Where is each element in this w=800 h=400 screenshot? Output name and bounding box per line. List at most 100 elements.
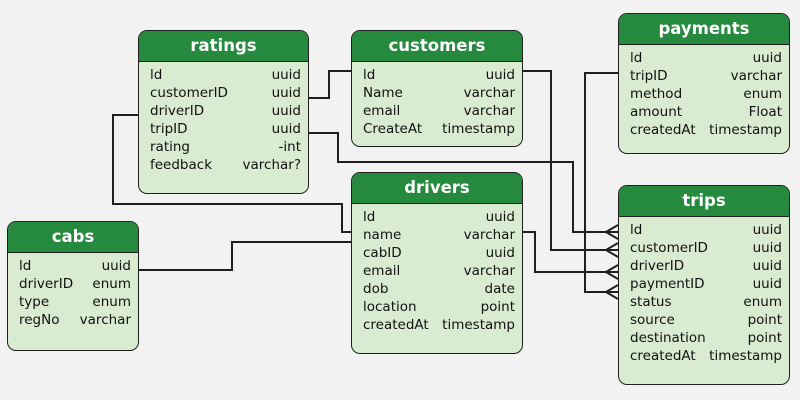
field-name: ld	[630, 50, 643, 66]
field-row[interactable]: driverID enum	[19, 275, 131, 293]
table-title: trips	[619, 186, 789, 217]
relation-payments-trips	[584, 72, 618, 293]
field-row[interactable]: rating-int	[150, 138, 301, 156]
field-name: customerID	[150, 85, 228, 101]
field-name: type	[19, 294, 50, 310]
field-type: varchar	[463, 263, 515, 279]
relation-drivers-trips	[523, 231, 618, 273]
relation-customers-trips	[523, 70, 618, 251]
field-name: driverID	[630, 258, 685, 274]
field-row[interactable]: location point	[363, 298, 515, 316]
field-type: varchar	[79, 312, 131, 328]
field-type: varchar?	[242, 157, 301, 173]
table-title: payments	[619, 14, 789, 45]
field-name: tripID	[630, 68, 668, 84]
field-name: driverID	[19, 276, 74, 292]
relation-drivers-cabs	[139, 241, 351, 271]
crows-foot-icon	[605, 284, 619, 300]
field-row[interactable]: regNo varchar	[19, 311, 131, 329]
field-name: regNo	[19, 312, 60, 328]
field-name: ld	[363, 67, 376, 83]
field-type: varchar	[463, 103, 515, 119]
relation-ratings-customers	[309, 70, 351, 99]
field-name: ld	[19, 258, 32, 274]
field-type: timestamp	[442, 317, 515, 333]
field-name: rating	[150, 139, 190, 155]
field-name: driverID	[150, 103, 205, 119]
field-type: timestamp	[709, 348, 782, 364]
field-name: email	[363, 103, 401, 119]
field-row[interactable]: ld uuid	[363, 66, 515, 84]
field-name: createdAt	[630, 348, 696, 364]
field-row[interactable]: driverID uuid	[630, 257, 782, 275]
field-type: point	[480, 299, 515, 315]
field-type: uuid	[485, 67, 515, 83]
field-type: uuid	[101, 258, 131, 274]
crows-foot-icon	[605, 224, 619, 240]
field-name: location	[363, 299, 417, 315]
field-type: enum	[92, 276, 131, 292]
field-type: uuid	[752, 50, 782, 66]
field-name: amount	[630, 104, 683, 120]
field-type: enum	[743, 294, 782, 310]
field-type: uuid	[752, 222, 782, 238]
field-type: uuid	[271, 67, 301, 83]
field-name: tripID	[150, 121, 188, 137]
field-name: ld	[363, 209, 376, 225]
field-row[interactable]: createdAt timestamp	[630, 347, 782, 365]
field-row[interactable]: ld uuid	[150, 66, 301, 84]
field-row[interactable]: status enum	[630, 293, 782, 311]
relation-ratings-trips	[309, 132, 618, 233]
field-row[interactable]: ld uuid	[19, 257, 131, 275]
field-name: ld	[150, 67, 163, 83]
field-type: timestamp	[442, 121, 515, 137]
field-name: status	[630, 294, 672, 310]
field-row[interactable]: createdAt timestamp	[363, 316, 515, 334]
field-name: method	[630, 86, 683, 102]
field-name: email	[363, 263, 401, 279]
field-name: destination	[630, 330, 706, 346]
field-row[interactable]: paymentID uuid	[630, 275, 782, 293]
field-row[interactable]: email varchar	[363, 102, 515, 120]
field-name: cabID	[363, 245, 402, 261]
field-type: uuid	[752, 276, 782, 292]
field-name: paymentID	[630, 276, 705, 292]
table-title: customers	[352, 31, 522, 62]
field-name: Name	[363, 85, 403, 101]
crows-foot-icon	[605, 242, 619, 258]
field-row[interactable]: ld uuid	[630, 49, 782, 67]
field-row[interactable]: email varchar	[363, 262, 515, 280]
field-type: uuid	[752, 258, 782, 274]
field-name: createdAt	[363, 317, 429, 333]
